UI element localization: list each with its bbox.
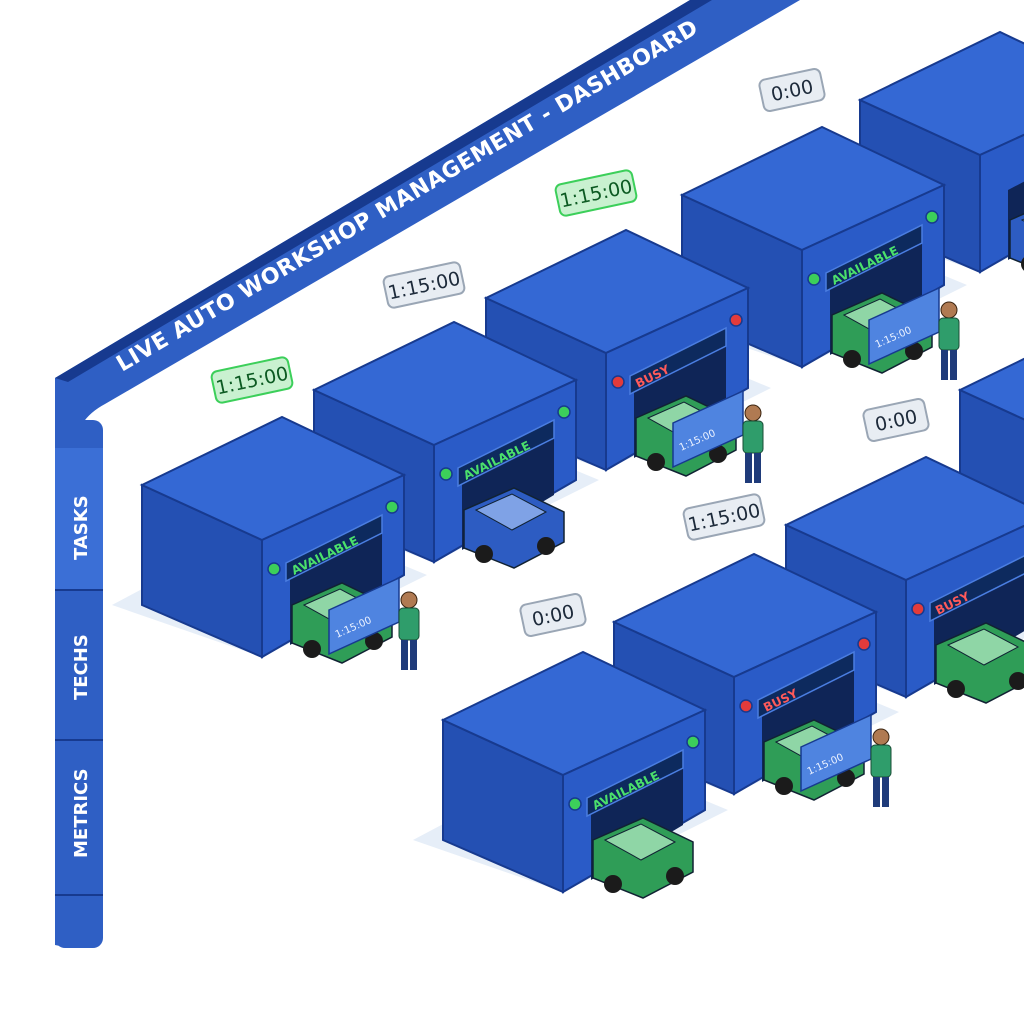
status-light-left-icon bbox=[267, 562, 281, 576]
tab-metrics[interactable]: METRICS bbox=[71, 768, 92, 858]
status-sign bbox=[285, 513, 383, 583]
status-light-right-icon bbox=[385, 500, 399, 514]
car-icon bbox=[935, 622, 1024, 704]
car-icon bbox=[1009, 213, 1024, 271]
status-sign bbox=[586, 748, 684, 818]
status-sign bbox=[457, 418, 555, 488]
bay-timer-chip: 0:00 bbox=[519, 593, 587, 637]
status-light-left-icon bbox=[568, 797, 582, 811]
status-light-right-icon bbox=[686, 735, 700, 749]
status-sign bbox=[929, 555, 1024, 623]
status-light-right-icon bbox=[557, 405, 571, 419]
sidebar-tab-active-bg bbox=[55, 448, 103, 590]
technician-icon: 1:15:00 bbox=[328, 576, 420, 670]
status-sign bbox=[629, 326, 727, 396]
tab-tasks-label: TASKS bbox=[71, 495, 92, 560]
status-light-left-icon bbox=[439, 467, 453, 481]
bay-roof bbox=[783, 455, 1024, 582]
status-light-right-icon bbox=[925, 210, 939, 224]
bay-roof bbox=[857, 30, 1024, 157]
status-sign bbox=[825, 223, 923, 293]
bay-timer-chip: 1:15:00 bbox=[682, 493, 766, 541]
status-light-right-icon bbox=[857, 637, 871, 651]
status-light-left-icon bbox=[807, 272, 821, 286]
tab-techs[interactable]: TECHS bbox=[71, 634, 92, 700]
bays-layer: AVAILABLE0:001:15:00BUSY1:15:001:15:00AV… bbox=[112, 30, 1024, 899]
bay-timer-chip: 1:15:00 bbox=[382, 261, 466, 309]
bay-timer-chip: 0:00 bbox=[862, 398, 930, 442]
bay-timer-chip: 0:00 bbox=[758, 68, 826, 112]
status-light-left-icon bbox=[739, 699, 753, 713]
tab-tasks[interactable]: TASKS bbox=[71, 495, 92, 560]
tab-techs-label: TECHS bbox=[71, 634, 92, 700]
bay-roof bbox=[957, 357, 1024, 421]
technician-icon: 1:15:00 bbox=[800, 713, 892, 807]
technician-icon: 1:15:00 bbox=[672, 389, 764, 483]
status-light-left-icon bbox=[911, 602, 925, 616]
status-sign bbox=[757, 650, 855, 720]
status-light-left-icon bbox=[611, 375, 625, 389]
bay-timer-chip: 1:15:00 bbox=[210, 356, 294, 404]
status-light-right-icon bbox=[729, 313, 743, 327]
tab-metrics-label: METRICS bbox=[71, 768, 92, 858]
bay-timer-chip: 1:15:00 bbox=[554, 169, 638, 217]
car-icon bbox=[592, 817, 694, 899]
technician-icon: 1:15:00 bbox=[868, 286, 960, 380]
sidebar: TASKS TECHS METRICS bbox=[55, 420, 103, 948]
car-icon bbox=[463, 487, 565, 569]
